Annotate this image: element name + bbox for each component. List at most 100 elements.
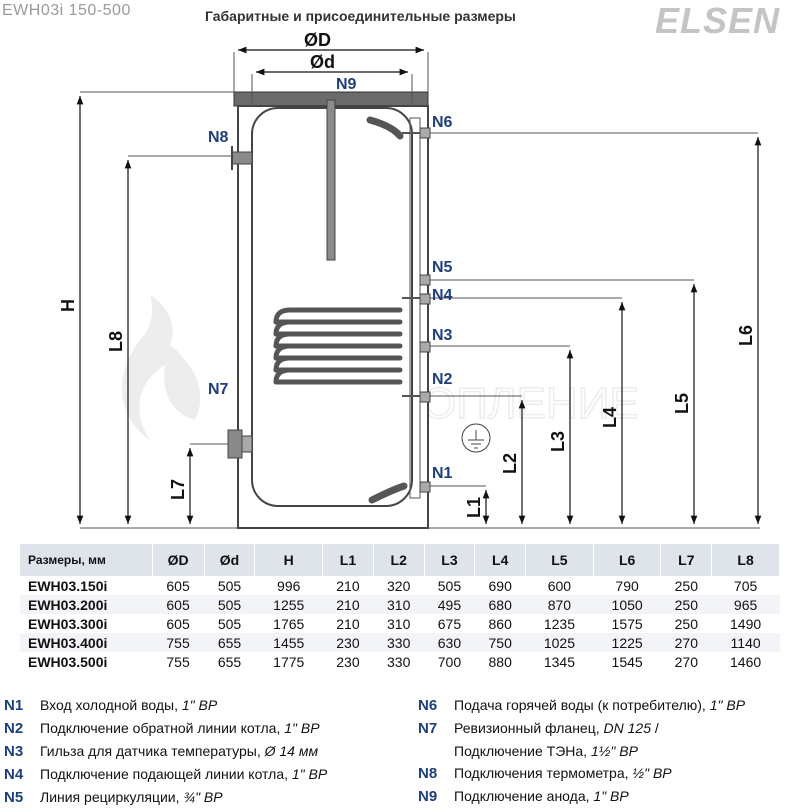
legend-spec: Ø 14 мм	[264, 743, 319, 759]
legend-code: N7	[418, 720, 438, 737]
dim-L3-label: L3	[548, 431, 568, 452]
ground-icon	[461, 423, 491, 453]
value-cell: 1545	[593, 652, 661, 671]
dim-L2-label: L2	[500, 453, 520, 474]
legend-spec: ¾" ВР	[183, 789, 223, 805]
table-header-cell: L3	[424, 544, 476, 576]
legend-spec: 1" ВР	[709, 697, 746, 713]
legend-code: N9	[418, 788, 438, 805]
value-cell: 1460	[711, 652, 780, 671]
value-cell: 1050	[593, 595, 661, 614]
n9-label: N9	[336, 76, 357, 93]
legend-code: N5	[4, 789, 24, 806]
dim-L5-label: L5	[672, 393, 692, 414]
n7-label: N7	[208, 381, 229, 398]
table-header-cell: Ød	[204, 544, 256, 576]
model-cell: EWH03.150i	[20, 576, 152, 595]
dim-L8-label: L8	[106, 331, 126, 352]
model-cell: EWH03.400i	[20, 633, 152, 652]
value-cell: 1025	[525, 633, 594, 652]
value-cell: 700	[424, 652, 475, 671]
value-cell: 250	[660, 614, 712, 633]
value-cell: 880	[474, 652, 526, 671]
legend-spec: 1" ВР	[181, 697, 218, 713]
legend-code: N8	[418, 765, 438, 782]
value-cell: 755	[152, 652, 205, 671]
value-cell: 1140	[711, 633, 780, 652]
value-cell: 690	[474, 576, 526, 595]
n2-label: N2	[432, 371, 453, 388]
value-cell: 675	[424, 614, 475, 633]
legend-code: N3	[4, 743, 24, 760]
dim-L6-label: L6	[736, 325, 756, 346]
legend-spec: 1½" ВР	[590, 743, 638, 759]
boiler-diagram: ВИП ОТОПЛЕНИЕ	[58, 30, 762, 529]
legend-text: Подача горячей воды (к потребителю),	[454, 697, 710, 713]
value-cell: 505	[204, 595, 255, 614]
value-cell: 1765	[254, 614, 323, 633]
legend-spec: 1" ВР	[593, 788, 629, 804]
legend-item: N6 Подача горячей воды (к потребителю), 1…	[418, 694, 745, 717]
value-cell: 705	[711, 576, 780, 595]
legend-text: Подключение подающей линии котла,	[40, 766, 292, 782]
n1-label: N1	[432, 465, 453, 482]
value-cell: 655	[204, 633, 255, 652]
model-cell: EWH03.300i	[20, 614, 152, 633]
n5-label: N5	[432, 259, 453, 276]
table-header-cell: L2	[373, 544, 425, 576]
n3-label: N3	[432, 327, 453, 344]
legend-text: Подключения термометра,	[454, 765, 633, 781]
value-cell: 1775	[254, 652, 323, 671]
legend-spec: ½" ВР	[632, 765, 672, 781]
anode-rod	[326, 99, 336, 261]
value-cell: 505	[204, 614, 255, 633]
table-header-cell: L1	[322, 544, 374, 576]
value-cell: 630	[424, 633, 475, 652]
legend-item: N8 Подключения термометра, ½" ВР	[418, 762, 745, 785]
legend-item: Подключение ТЭНа, 1½" ВР	[418, 740, 745, 762]
value-cell: 270	[660, 633, 712, 652]
dim-H-label: H	[58, 299, 78, 312]
value-cell: 210	[322, 576, 374, 595]
value-cell: 310	[373, 595, 425, 614]
legend-spec: 1" ВР	[291, 766, 328, 782]
value-cell: 1455	[254, 633, 323, 652]
legend-code: N1	[4, 697, 24, 714]
value-cell: 250	[660, 595, 712, 614]
value-cell: 495	[424, 595, 475, 614]
value-cell: 600	[525, 576, 594, 595]
value-cell: 870	[525, 595, 594, 614]
flame-icon	[121, 295, 201, 440]
value-cell: 1575	[593, 614, 661, 633]
value-cell: 1225	[593, 633, 661, 652]
page-title: Габаритные и присоединительные размеры	[205, 8, 516, 24]
value-cell: 605	[152, 576, 205, 595]
legend-code: N6	[418, 697, 438, 714]
n4-label: N4	[432, 287, 453, 304]
value-cell: 330	[373, 652, 425, 671]
table-header-cell: L5	[525, 544, 594, 576]
value-cell: 210	[322, 595, 374, 614]
value-cell: 230	[322, 652, 374, 671]
table-header-cell: L6	[593, 544, 662, 576]
legend-tail: /	[650, 720, 659, 736]
legend-text: Ревизионный фланец,	[454, 720, 604, 736]
legend-text: Гильза для датчика температуры,	[40, 743, 265, 759]
legend-code: N4	[4, 766, 24, 783]
table-header-cell: L8	[711, 544, 780, 576]
legend-right: N6 Подача горячей воды (к потребителю), 1…	[418, 694, 745, 808]
value-cell: 1345	[525, 652, 594, 671]
value-cell: 310	[373, 614, 425, 633]
model-range: EWH03i 150-500	[2, 2, 131, 19]
value-cell: 605	[152, 595, 205, 614]
value-cell: 605	[152, 614, 205, 633]
table-header-cell: ØD	[152, 544, 205, 576]
